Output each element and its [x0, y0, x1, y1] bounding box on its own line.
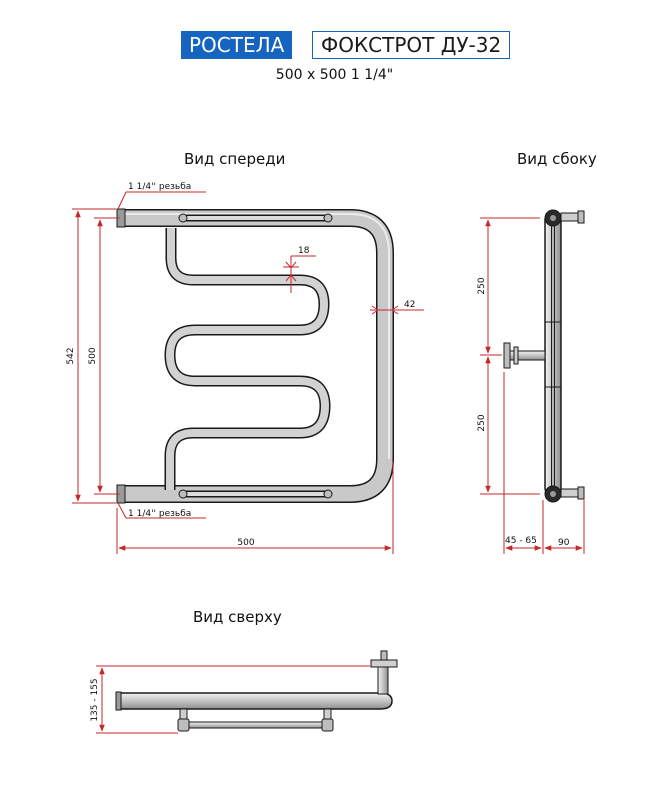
brand-label: РОСТЕЛА [181, 31, 293, 59]
side-wall-mount [503, 342, 511, 369]
top-main-pipe [118, 692, 393, 710]
dim-side-upper: 250 [477, 277, 487, 294]
front-view-title: Вид спереди [184, 150, 286, 168]
dim-gap: 18 [298, 246, 310, 256]
thread-top-note: 1 1/4'' резьба [128, 182, 191, 192]
thread-bottom-note: 1 1/4'' резьба [128, 509, 191, 519]
side-view-title: Вид сбоку [517, 150, 597, 168]
dim-width: 500 [237, 538, 254, 548]
front-main-pipe-outline [124, 209, 394, 503]
dim-tube: 42 [404, 300, 415, 310]
model-label: ФОКСТРОТ ДУ-32 [312, 31, 511, 59]
top-shelf-bar [188, 721, 323, 729]
dim-height-total: 542 [66, 347, 76, 364]
front-view: 1 1/4'' резьба 1 1/4'' резьба 542 500 50… [66, 182, 424, 554]
dim-height-center: 500 [88, 347, 98, 364]
front-serpentine-pipe [166, 228, 329, 490]
front-main-pipe [124, 210, 393, 502]
side-view: 250 250 45 - 65 90 [477, 209, 585, 554]
top-view: 135 - 155 [90, 650, 398, 734]
dim-top-depth: 135 - 155 [90, 678, 100, 721]
front-serpentine-outline [164, 228, 331, 490]
size-label: 500 x 500 1 1/4" [275, 67, 394, 83]
dim-wall-offset: 45 - 65 [505, 536, 537, 546]
dim-depth: 90 [558, 538, 570, 548]
dim-side-lower: 250 [477, 414, 487, 431]
top-wall-post [377, 666, 389, 695]
top-view-title: Вид сверху [193, 608, 282, 626]
